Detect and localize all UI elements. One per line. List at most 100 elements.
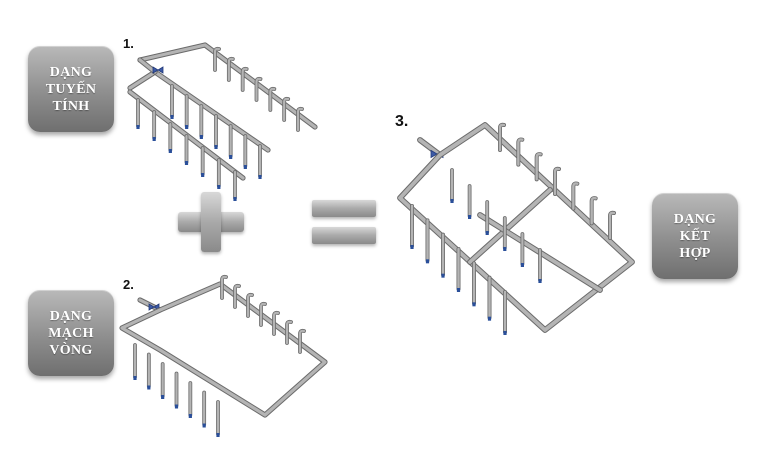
sprinkler: [441, 232, 445, 278]
sprinkler-head: [520, 263, 524, 267]
riser: [589, 196, 598, 226]
riser-pipe: [498, 123, 506, 152]
loop-pipe: [120, 282, 327, 417]
label-linear: DẠNG TUYẾN TÍNH: [28, 46, 114, 132]
riser-pipe: [572, 182, 579, 210]
diagram-linear: [127, 42, 318, 201]
sprinkler: [472, 261, 476, 307]
sprinkler: [243, 134, 248, 169]
sprinkler: [410, 204, 414, 249]
sprinkler: [467, 184, 472, 219]
sprinkler: [146, 352, 151, 390]
sprinkler: [520, 232, 525, 267]
equals-bar-top: [312, 200, 376, 217]
sprinkler-head: [202, 423, 206, 428]
sprinkler: [233, 170, 237, 201]
sprinkler-head: [188, 414, 192, 418]
sprinkler-head: [538, 279, 542, 283]
sprinkler-head: [229, 155, 233, 159]
sprinkler: [136, 98, 140, 129]
label-line: KẾT: [679, 228, 711, 244]
diagram-number-2: 2.: [123, 277, 134, 292]
sprinkler: [160, 362, 165, 399]
sprinkler-head: [152, 137, 156, 141]
riser-pipe: [255, 77, 262, 102]
sprinkler-head: [185, 125, 189, 129]
label-line: MẠCH: [48, 325, 94, 341]
label-line: DẠNG: [49, 64, 93, 80]
riser: [534, 152, 543, 182]
sprinkler-head: [503, 331, 507, 335]
sprinkler-head: [199, 135, 203, 139]
valve-icon: [152, 66, 164, 74]
sprinkler-head: [174, 404, 179, 409]
sprinkler-head: [217, 185, 221, 189]
sprinkler: [184, 94, 189, 129]
riser: [254, 76, 263, 102]
riser: [571, 181, 580, 211]
label-line: DẠNG: [673, 211, 717, 227]
riser: [498, 122, 506, 152]
riser: [268, 86, 277, 112]
sprinkler: [174, 371, 179, 409]
riser: [298, 328, 306, 354]
riser: [220, 274, 228, 300]
valve-icon: [148, 303, 160, 311]
diagram-combined: [397, 122, 635, 335]
sprinkler-head: [201, 173, 205, 177]
sprinkler: [258, 144, 262, 179]
sprinkler: [214, 114, 218, 149]
label-line: VÒNG: [49, 342, 93, 358]
riser: [226, 56, 235, 82]
riser-pipe: [269, 87, 276, 112]
riser: [246, 292, 254, 318]
diagram-loop: [119, 274, 328, 437]
riser: [282, 96, 291, 122]
sprinkler: [425, 218, 430, 264]
sprinkler: [485, 200, 490, 235]
riser-pipe: [213, 47, 221, 72]
sprinkler: [170, 84, 174, 119]
sprinkler: [487, 275, 492, 321]
sprinkler-head: [133, 376, 137, 380]
sprinkler-head: [136, 125, 140, 129]
riser: [285, 319, 293, 345]
cross-pipe-a: [468, 188, 552, 264]
diagram-number-3: 3.: [395, 113, 409, 130]
sprinkler-head: [184, 161, 189, 165]
riser: [516, 137, 525, 167]
riser-pipe: [246, 293, 254, 318]
riser: [296, 106, 304, 132]
loop-pipe: [398, 123, 634, 332]
riser: [233, 283, 241, 309]
sprinkler-head: [487, 316, 492, 321]
sprinkler-head: [503, 247, 507, 251]
sprinkler: [456, 247, 461, 292]
riser-pipe: [233, 284, 241, 309]
sprinkler: [538, 248, 542, 283]
equals-bar-bottom: [312, 227, 376, 244]
sprinkler: [216, 158, 221, 189]
sprinkler: [152, 110, 157, 141]
label-loop: DẠNG MẠCH VÒNG: [28, 290, 114, 376]
sprinkler: [450, 168, 454, 203]
sprinkler-head: [161, 395, 165, 399]
sprinkler-head: [258, 175, 262, 179]
sprinkler-head: [214, 145, 218, 149]
riser-pipe: [590, 196, 597, 225]
branch-pipe-top: [138, 43, 317, 129]
label-line: TUYẾN: [45, 81, 97, 97]
label-line: DẠNG: [49, 308, 93, 324]
sprinkler-head: [468, 215, 472, 219]
riser-pipe: [535, 152, 542, 181]
riser-pipe: [220, 275, 228, 300]
riser-pipe: [283, 97, 290, 122]
riser-pipe: [553, 167, 561, 196]
riser-pipe: [259, 302, 267, 327]
sprinkler-head: [472, 302, 476, 307]
riser: [272, 310, 280, 336]
sprinkler-head: [168, 149, 172, 153]
sprinkler: [503, 290, 507, 335]
riser-pipe: [241, 67, 248, 92]
